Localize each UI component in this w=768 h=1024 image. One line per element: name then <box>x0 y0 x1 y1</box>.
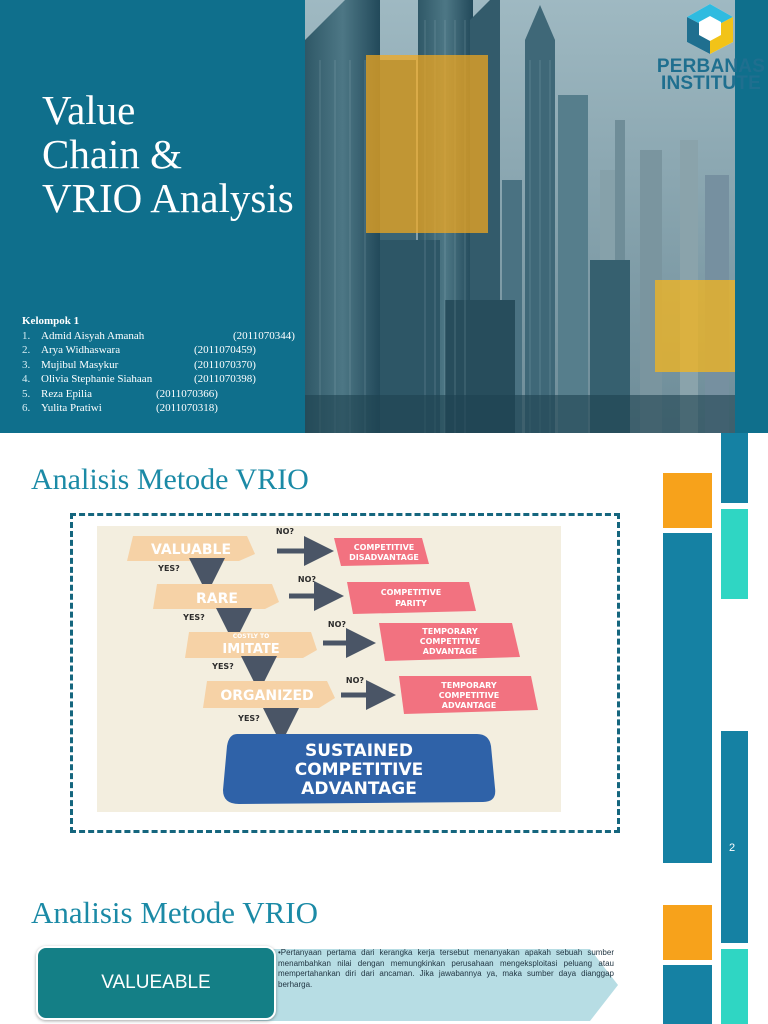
diagram-frame <box>70 513 620 833</box>
member-number: 2. <box>22 344 31 356</box>
outcome-line: COMPETITIVE <box>420 637 480 646</box>
member-nim: (2011070398) <box>194 373 256 385</box>
chevron-arrow-shape <box>250 949 618 1021</box>
member-row: 5. Reza Epilia (2011070366) <box>22 387 218 402</box>
step-imitate-box <box>185 632 317 658</box>
title-slide: Value Chain & VRIO Analysis Kelompok 1 1… <box>0 0 768 433</box>
member-nim: (2011070318) <box>156 402 218 414</box>
no-label: NO? <box>276 527 294 536</box>
deco-mint-block <box>721 949 748 1024</box>
outcome-box-2 <box>347 582 476 614</box>
deco-orange-block <box>663 905 712 960</box>
title-line-3: VRIO Analysis <box>42 175 294 221</box>
member-nim: (2011070459) <box>194 344 256 356</box>
step-imitate-sublabel: COSTLY TO <box>233 633 269 640</box>
member-number: 4. <box>22 373 31 385</box>
deco-teal-tall <box>663 533 712 863</box>
member-number: 1. <box>22 329 31 342</box>
final-line: COMPETITIVE <box>295 760 424 780</box>
deco-teal-tall <box>663 965 712 1024</box>
yes-label: YES? <box>211 662 234 671</box>
deco-mint-block <box>721 509 748 599</box>
final-line: ADVANTAGE <box>301 779 417 799</box>
deco-teal-right <box>721 731 748 865</box>
member-row: 4. Olivia Stephanie Siahaan (2011070398) <box>22 372 256 387</box>
step-imitate-label: IMITATE <box>222 642 279 657</box>
deco-teal-bar <box>721 433 748 503</box>
outcome-line: PARITY <box>395 599 427 608</box>
step-rare-box <box>153 584 279 609</box>
hexagon-logo-icon <box>687 4 733 54</box>
step-valuable-box <box>127 536 255 561</box>
outcome-line: ADVANTAGE <box>423 647 477 656</box>
member-name: Mujibul Masykur <box>41 358 119 371</box>
yes-label: YES? <box>157 564 180 573</box>
group-members: Kelompok 1 1. Admid Aisyah Amanah (2011070… <box>22 314 295 416</box>
outcome-box-4 <box>399 676 538 714</box>
member-nim: (2011070344) <box>233 329 295 342</box>
perbanas-logo: PERBANAS INSTITUTE <box>655 2 767 102</box>
vrio-diagram-slide: Analisis Metode VRIO VALUABLE NO? COMPET… <box>0 433 768 865</box>
member-name: Olivia Stephanie Siahaan <box>41 373 153 385</box>
vrio-flowchart: VALUABLE NO? COMPETITIVE DISADVANTAGE YE… <box>97 526 561 812</box>
outcome-line: ADVANTAGE <box>442 701 496 710</box>
final-line: SUSTAINED <box>305 741 413 761</box>
step-valuable-label: VALUABLE <box>151 542 231 558</box>
outcome-line: DISADVANTAGE <box>349 553 419 562</box>
title-line-2: Chain & <box>42 131 183 177</box>
member-row: 1. Admid Aisyah Amanah (2011070344) <box>22 329 295 344</box>
deco-orange-block <box>663 473 712 528</box>
deco-teal-bar <box>721 865 748 943</box>
logo-wordmark: PERBANAS INSTITUTE <box>655 56 767 94</box>
presentation-title: Value Chain & VRIO Analysis <box>42 88 294 220</box>
title-line-1: Value <box>42 87 136 133</box>
member-name: Yulita Pratiwi <box>41 402 102 414</box>
final-outcome-box <box>223 734 496 804</box>
slide-title: Analisis Metode VRIO <box>31 895 319 930</box>
logo-line-2: INSTITUTE <box>661 73 761 94</box>
yes-label: YES? <box>182 613 205 622</box>
yes-label: YES? <box>237 714 260 723</box>
outcome-line: COMPETITIVE <box>354 543 414 552</box>
valueable-label-box: VALUEABLE <box>36 946 276 1020</box>
member-number: 3. <box>22 358 31 371</box>
page-number: 2 <box>729 842 736 854</box>
member-name: Reza Epilia <box>41 387 93 400</box>
step-organized-box <box>203 681 335 708</box>
no-label: NO? <box>298 575 316 584</box>
member-name: Arya Widhaswara <box>41 344 121 356</box>
member-number: 5. <box>22 387 31 400</box>
outcome-box-3 <box>379 623 520 661</box>
outcome-box-1 <box>334 538 429 566</box>
outcome-line: COMPETITIVE <box>381 588 441 597</box>
no-label: NO? <box>346 676 364 685</box>
outcome-line: TEMPORARY <box>422 627 478 636</box>
slide-title: Analisis Metode VRIO <box>31 463 309 496</box>
member-nim: (2011070370) <box>194 358 256 371</box>
member-number: 6. <box>22 402 31 414</box>
step-organized-label: ORGANIZED <box>220 688 313 704</box>
no-label: NO? <box>328 620 346 629</box>
logo-line-1: PERBANAS <box>656 56 766 77</box>
step-rare-label: RARE <box>196 591 238 607</box>
outcome-line: TEMPORARY <box>441 681 497 690</box>
outcome-line: COMPETITIVE <box>439 691 499 700</box>
member-row: 6. Yulita Pratiwi (2011070318) <box>22 401 218 416</box>
city-skyline-image <box>0 0 768 433</box>
member-row: 2. Arya Widhaswara (2011070459) <box>22 343 256 358</box>
member-name: Admid Aisyah Amanah <box>41 329 145 342</box>
group-label: Kelompok 1 <box>22 315 80 327</box>
member-row: 3. Mujibul Masykur (2011070370) <box>22 358 256 373</box>
valueable-description: •Pertanyaan pertama dari kerangka kerja … <box>278 948 614 989</box>
vrio-valuable-slide: Analisis Metode VRIO VALUEABLE •Pertanya… <box>0 865 768 1024</box>
member-nim: (2011070366) <box>156 387 218 400</box>
